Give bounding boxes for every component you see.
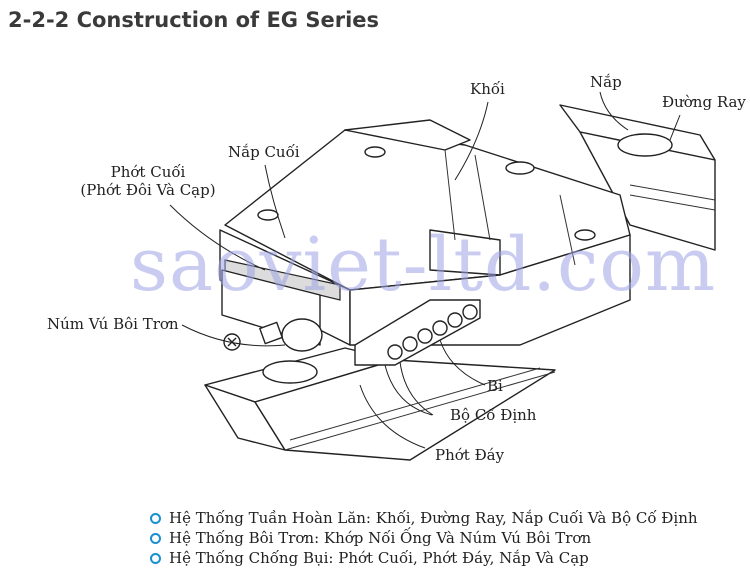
label-end-cap: Nắp Cuối: [228, 143, 300, 161]
label-end-seal-line2: (Phớt Đôi Và Cạp): [80, 181, 216, 199]
leader-lines: [169, 91, 681, 449]
list-item-text: Hệ Thống Bôi Trơn: Khớp Nối Ống Và Núm V…: [169, 529, 592, 547]
list-item: Hệ Thống Bôi Trơn: Khớp Nối Ống Và Núm V…: [150, 528, 698, 548]
label-end-seal-line1: Phớt Cuối: [110, 163, 186, 181]
label-ball: Bi: [487, 377, 503, 395]
list-item: Hệ Thống Chống Bụi: Phớt Cuối, Phớt Đáy,…: [150, 548, 698, 568]
page-title: 2-2-2 Construction of EG Series: [8, 8, 380, 32]
ball-retainer-and-balls: [354, 299, 481, 366]
label-grease-nipple: Núm Vú Bôi Trơn: [47, 315, 179, 333]
watermark: saoviet-ltd.com: [130, 222, 717, 308]
circle-bullet-icon: [150, 512, 161, 524]
label-cap: Nắp: [590, 73, 622, 91]
label-block: Khối: [470, 80, 505, 98]
grease-nipple: [223, 318, 323, 352]
circle-bullet-icon: [150, 532, 161, 544]
list-item: Hệ Thống Tuần Hoàn Lăn: Khối, Đường Ray,…: [150, 508, 698, 528]
label-rail: Đường Ray: [662, 93, 746, 111]
label-bottom-seal: Phớt Đáy: [435, 446, 505, 464]
linear-rail: [204, 104, 716, 461]
list-item-text: Hệ Thống Chống Bụi: Phớt Cuối, Phớt Đáy,…: [169, 549, 589, 567]
label-end-seal: Phớt Cuối (Phớt Đôi Và Cạp): [78, 163, 218, 199]
feature-list: Hệ Thống Tuần Hoàn Lăn: Khối, Đường Ray,…: [150, 508, 698, 568]
list-item-text: Hệ Thống Tuần Hoàn Lăn: Khối, Đường Ray,…: [169, 509, 698, 527]
circle-bullet-icon: [150, 552, 161, 564]
label-retainer: Bộ Cố Định: [450, 406, 537, 424]
eg-series-construction-diagram: [169, 91, 716, 461]
